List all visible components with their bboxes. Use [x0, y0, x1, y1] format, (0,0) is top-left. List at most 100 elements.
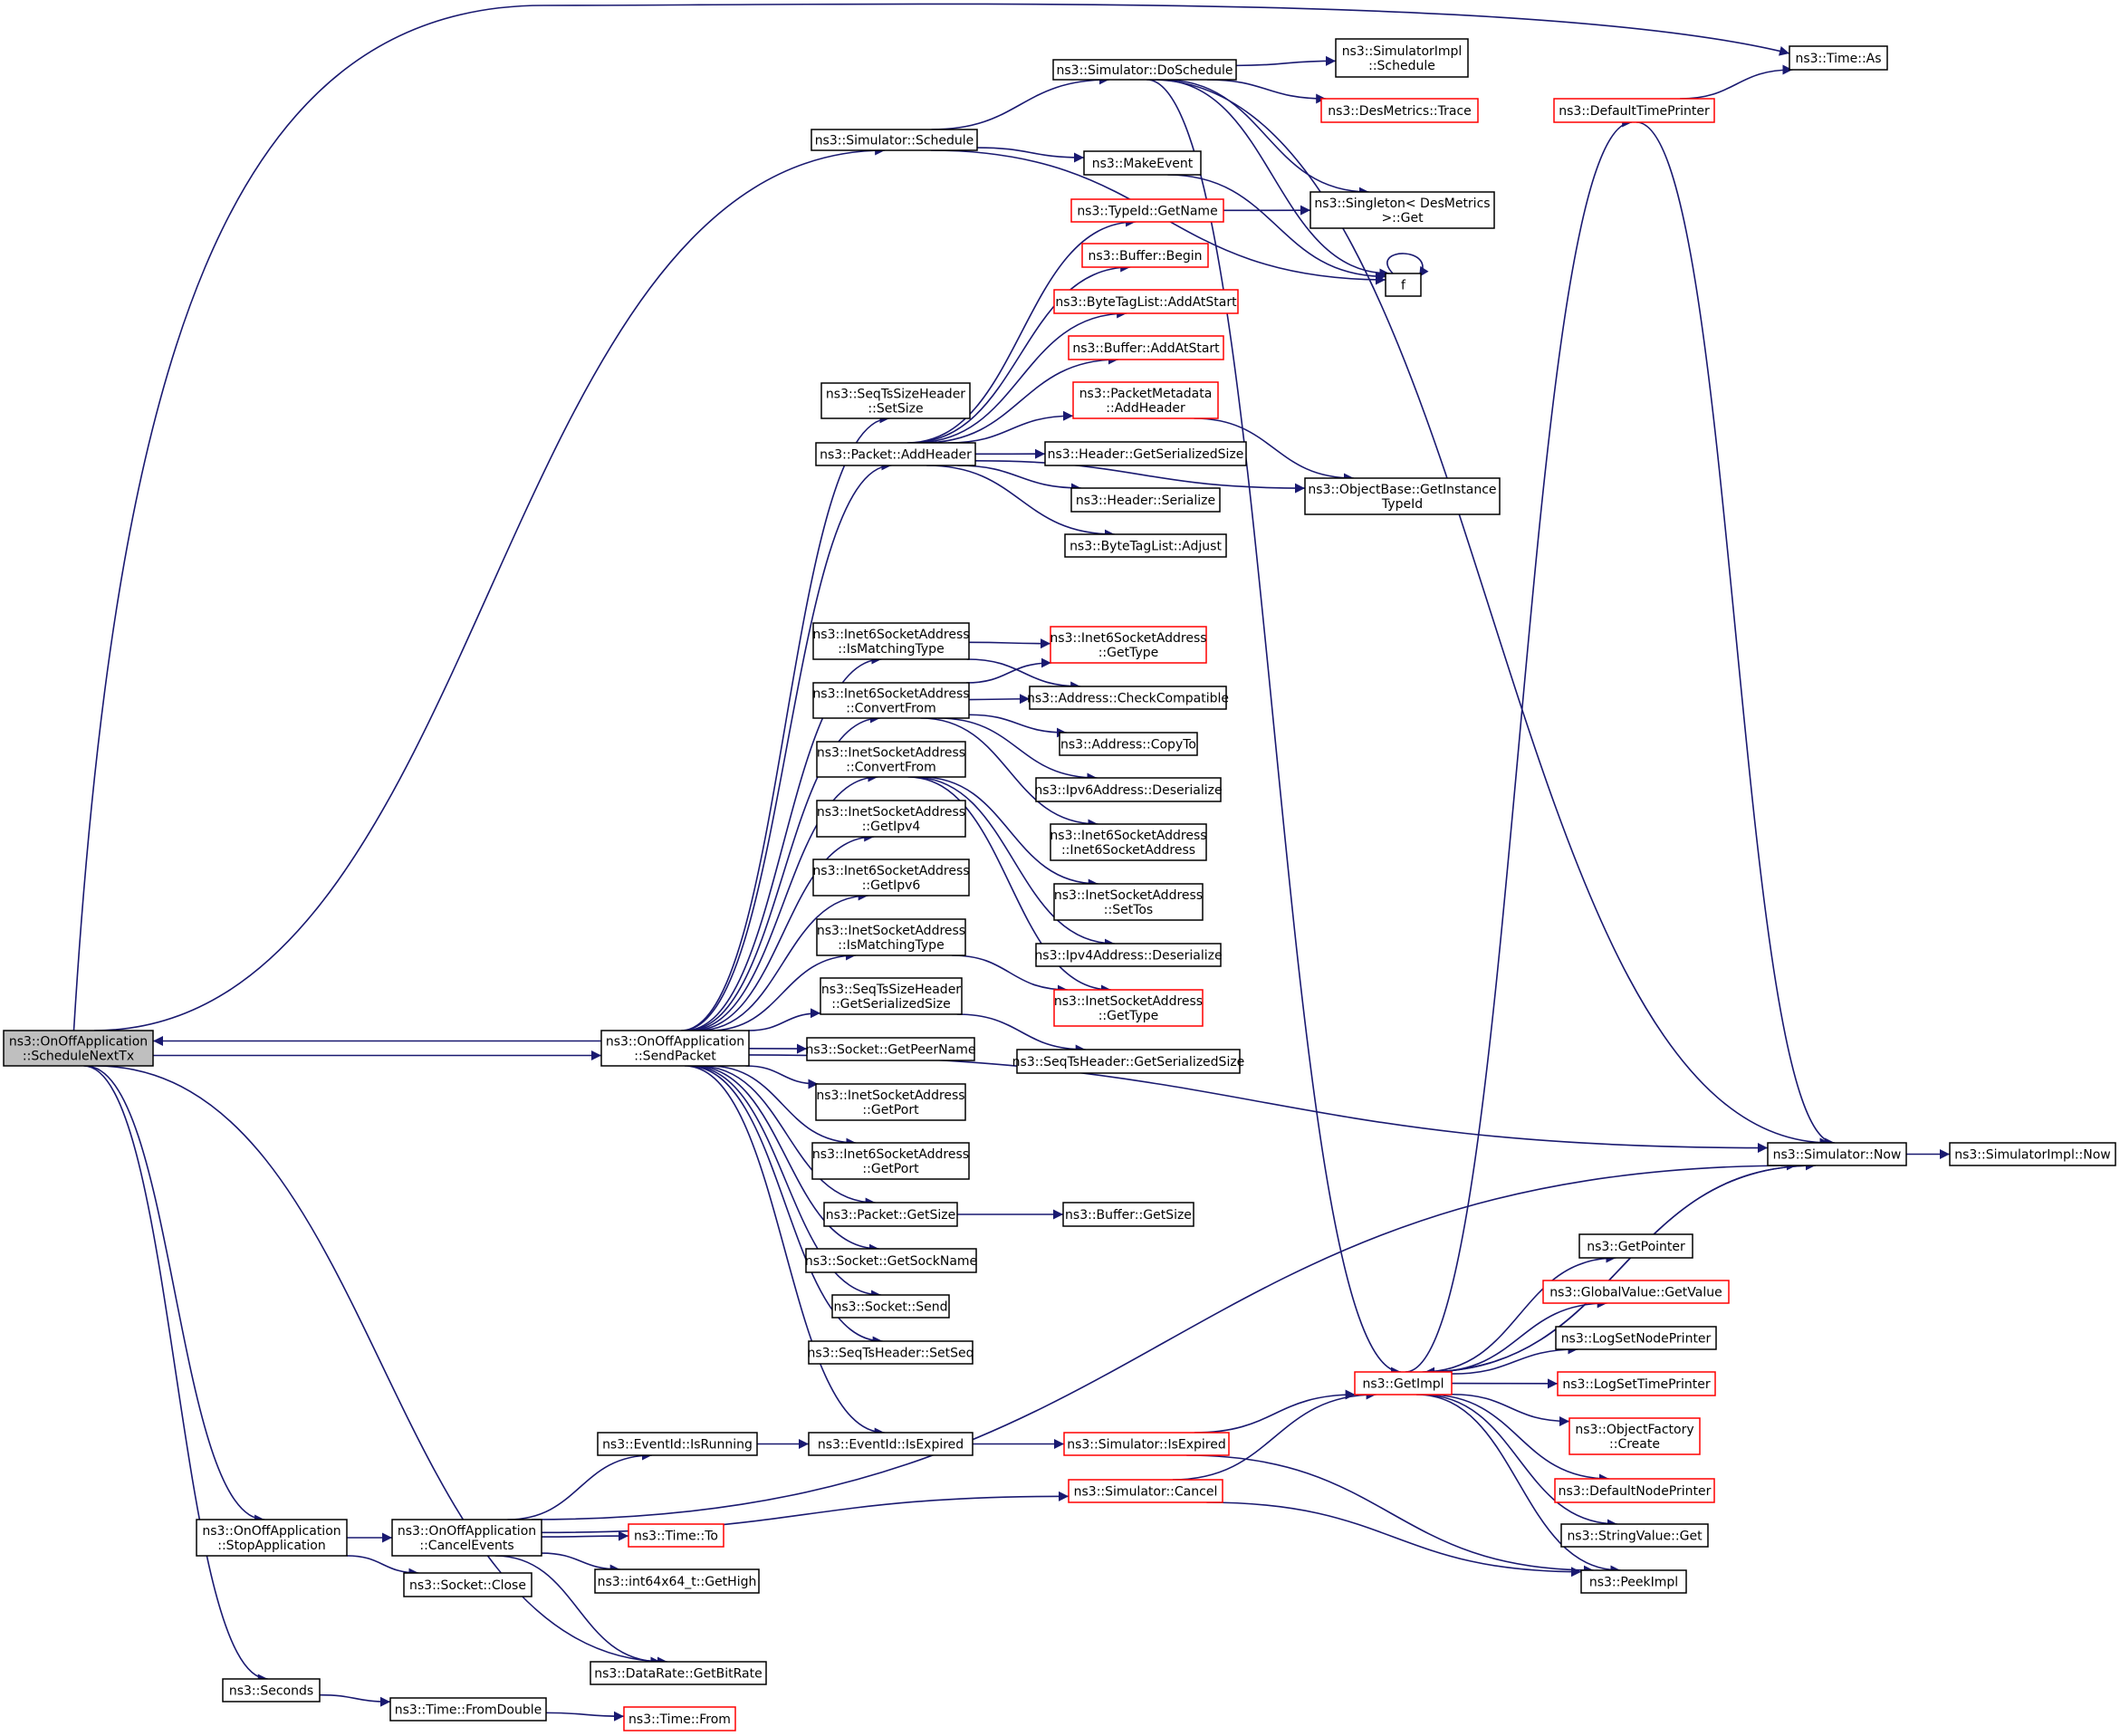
node-i4SetTos[interactable]: ns3::InetSocketAddress::SetTos [1053, 883, 1204, 921]
node-i4GetType[interactable]: ns3::InetSocketAddress::GetType [1053, 989, 1204, 1027]
node-simCancel[interactable]: ns3::Simulator::Cancel [1068, 1479, 1223, 1503]
node-label: ns3::Ipv6Address::Deserialize [1034, 783, 1222, 798]
node-seqTsSizeGetSer[interactable]: ns3::SeqTsSizeHeader::GetSerializedSize [820, 977, 963, 1015]
node-sockGetSockName[interactable]: ns3::Socket::GetSockName [805, 1248, 977, 1273]
node-addrCheckCompat[interactable]: ns3::Address::CheckCompatible [1027, 686, 1229, 710]
node-seqTsSizeSetSize[interactable]: ns3::SeqTsSizeHeader::SetSize [820, 382, 971, 419]
node-box [1053, 883, 1204, 921]
edge-doSchedule-to-singleton [1163, 79, 1369, 197]
node-defNodePrinter[interactable]: ns3::DefaultNodePrinter [1554, 1478, 1715, 1503]
node-timeFrom[interactable]: ns3::Time::From [623, 1706, 736, 1731]
node-addrCopyTo[interactable]: ns3::Address::CopyTo [1059, 732, 1198, 756]
node-box [597, 1432, 758, 1456]
node-evIsRunning[interactable]: ns3::EventId::IsRunning [597, 1432, 758, 1456]
node-box [1050, 626, 1207, 664]
edge-schedNextTx-to-stopApp [85, 1065, 265, 1525]
node-logSetTimePrinter[interactable]: ns3::LogSetTimePrinter [1557, 1371, 1716, 1396]
node-simIsExpired[interactable]: ns3::Simulator::IsExpired [1063, 1432, 1230, 1456]
node-i6Ctor[interactable]: ns3::Inet6SocketAddress::Inet6SocketAddr… [1050, 823, 1207, 861]
node-simSchedule[interactable]: ns3::Simulator::Schedule [811, 129, 978, 151]
node-i4GetPort[interactable]: ns3::InetSocketAddress::GetPort [815, 1083, 966, 1121]
node-sockClose[interactable]: ns3::Socket::Close [403, 1572, 532, 1597]
node-logSetNodePrinter[interactable]: ns3::LogSetNodePrinter [1555, 1326, 1717, 1350]
node-i6GetPort[interactable]: ns3::Inet6SocketAddress::GetPort [811, 1142, 970, 1180]
node-timeTo[interactable]: ns3::Time::To [628, 1523, 724, 1548]
node-implSchedule[interactable]: ns3::SimulatorImpl::Schedule [1335, 38, 1469, 78]
node-ipv6Deser[interactable]: ns3::Ipv6Address::Deserialize [1034, 777, 1223, 802]
node-bufferBegin[interactable]: ns3::Buffer::Begin [1081, 243, 1209, 268]
node-label: ns3::Inet6SocketAddress [812, 628, 969, 642]
node-seconds[interactable]: ns3::Seconds [222, 1678, 321, 1702]
node-box [811, 1142, 970, 1180]
node-gvGetValue[interactable]: ns3::GlobalValue::GetValue [1542, 1280, 1730, 1304]
node-box [391, 1519, 542, 1557]
edge-getImpl-to-defTimePrinter [1405, 117, 1633, 1373]
node-label: ns3::Socket::GetPeerName [806, 1043, 976, 1058]
node-ipv4Deser[interactable]: ns3::Ipv4Address::Deserialize [1034, 943, 1223, 967]
node-box [1385, 273, 1422, 297]
node-sockSend[interactable]: ns3::Socket::Send [831, 1294, 950, 1319]
node-hdrGetSerSize[interactable]: ns3::Header::GetSerializedSize [1044, 441, 1247, 466]
node-singleton[interactable]: ns3::Singleton< DesMetrics>::Get [1309, 191, 1495, 229]
node-label: ::GetPort [862, 1103, 919, 1117]
node-strValGet[interactable]: ns3::StringValue::Get [1560, 1523, 1709, 1548]
node-pktGetSize[interactable]: ns3::Packet::GetSize [823, 1202, 958, 1227]
node-timeAs[interactable]: ns3::Time::As [1789, 45, 1888, 71]
node-sockGetPeerName[interactable]: ns3::Socket::GetPeerName [806, 1037, 976, 1061]
node-btlAdjust[interactable]: ns3::ByteTagList::Adjust [1064, 533, 1227, 558]
node-btlAddAtStart[interactable]: ns3::ByteTagList::AddAtStart [1053, 289, 1239, 314]
node-i4ConvertFrom[interactable]: ns3::InetSocketAddress::ConvertFrom [816, 741, 966, 778]
node-fromDouble[interactable]: ns3::Time::FromDouble [389, 1697, 547, 1722]
node-getBitRate[interactable]: ns3::DataRate::GetBitRate [590, 1661, 767, 1685]
node-defTimePrinter[interactable]: ns3::DefaultTimePrinter [1553, 98, 1715, 123]
node-schedNextTx[interactable]: ns3::OnOffApplication::ScheduleNextTx [3, 1030, 154, 1067]
node-i6ConvertFrom[interactable]: ns3::Inet6SocketAddress::ConvertFrom [812, 682, 970, 719]
edge-sendPacket-to-seqTsSetSeq [687, 1065, 883, 1347]
node-hdrSerialize[interactable]: ns3::Header::Serialize [1070, 487, 1221, 513]
node-box [1335, 38, 1469, 78]
edge-i6IsMatching-to-addrCheckCompat [966, 658, 1081, 692]
node-label: ns3::Header::Serialize [1076, 494, 1215, 508]
edge-getImpl-to-logSetNodePrinter [1451, 1344, 1578, 1375]
node-pktAddHeader[interactable]: ns3::Packet::AddHeader [815, 442, 976, 466]
edge-makeEvent-to-f [1167, 174, 1386, 282]
node-getImpl[interactable]: ns3::GetImpl [1354, 1371, 1453, 1396]
node-label: ::SetTos [1104, 903, 1153, 917]
node-i6GetIpv6[interactable]: ns3::Inet6SocketAddress::GetIpv6 [812, 858, 970, 897]
node-label: ::GetIpv6 [862, 878, 921, 893]
node-stopApp[interactable]: ns3::OnOffApplication::StopApplication [196, 1519, 348, 1557]
node-i6IsMatching[interactable]: ns3::Inet6SocketAddress::IsMatchingType [812, 622, 970, 660]
node-box [1568, 1417, 1701, 1455]
node-getHigh[interactable]: ns3::int64x64_t::GetHigh [594, 1568, 760, 1594]
node-evIsExpired[interactable]: ns3::EventId::IsExpired [808, 1432, 974, 1456]
node-makeEvent[interactable]: ns3::MakeEvent [1083, 150, 1202, 176]
node-cancelEvents[interactable]: ns3::OnOffApplication::CancelEvents [391, 1519, 542, 1557]
edge-cancelEvents-to-getBitRate [494, 1555, 661, 1667]
edge-sendPacket-to-sockGetSockName [693, 1065, 879, 1254]
node-getPointer[interactable]: ns3::GetPointer [1578, 1233, 1693, 1259]
node-peekImpl[interactable]: ns3::PeekImpl [1580, 1569, 1687, 1594]
edge-schedNextTx-to-seconds [83, 1065, 268, 1684]
node-desTrace[interactable]: ns3::DesMetrics::Trace [1320, 98, 1479, 123]
node-i6GetType[interactable]: ns3::Inet6SocketAddress::GetType [1050, 626, 1207, 664]
node-box [811, 129, 978, 151]
node-bufferAddAtStart[interactable]: ns3::Buffer::AddAtStart [1068, 335, 1224, 360]
edge-seqTsSizeGetSer-to-seqTsGetSer [956, 1013, 1086, 1055]
node-bufGetSize[interactable]: ns3::Buffer::GetSize [1062, 1202, 1194, 1227]
node-seqTsGetSer[interactable]: ns3::SeqTsHeader::GetSerializedSize [1012, 1049, 1245, 1074]
node-doSchedule[interactable]: ns3::Simulator::DoSchedule [1052, 59, 1237, 81]
node-f[interactable]: f [1385, 273, 1422, 297]
node-simNow[interactable]: ns3::Simulator::Now [1767, 1142, 1907, 1166]
node-sendPacket[interactable]: ns3::OnOffApplication::SendPacket [600, 1030, 750, 1067]
node-box [806, 1037, 975, 1061]
node-pmAddHeader[interactable]: ns3::PacketMetadata::AddHeader [1072, 381, 1219, 419]
node-objFactCreate[interactable]: ns3::ObjectFactory::Create [1568, 1417, 1701, 1455]
node-i4IsMatching[interactable]: ns3::InetSocketAddress::IsMatchingType [816, 918, 966, 956]
node-typeIdGetName[interactable]: ns3::TypeId::GetName [1070, 198, 1224, 223]
node-box [820, 977, 963, 1015]
node-label: ns3::Socket::Send [833, 1300, 947, 1315]
node-seqTsSetSeq[interactable]: ns3::SeqTsHeader::SetSeq [808, 1340, 974, 1365]
node-implNow[interactable]: ns3::SimulatorImpl::Now [1949, 1142, 2116, 1166]
node-i4GetIpv4[interactable]: ns3::InetSocketAddress::GetIpv4 [816, 800, 966, 838]
